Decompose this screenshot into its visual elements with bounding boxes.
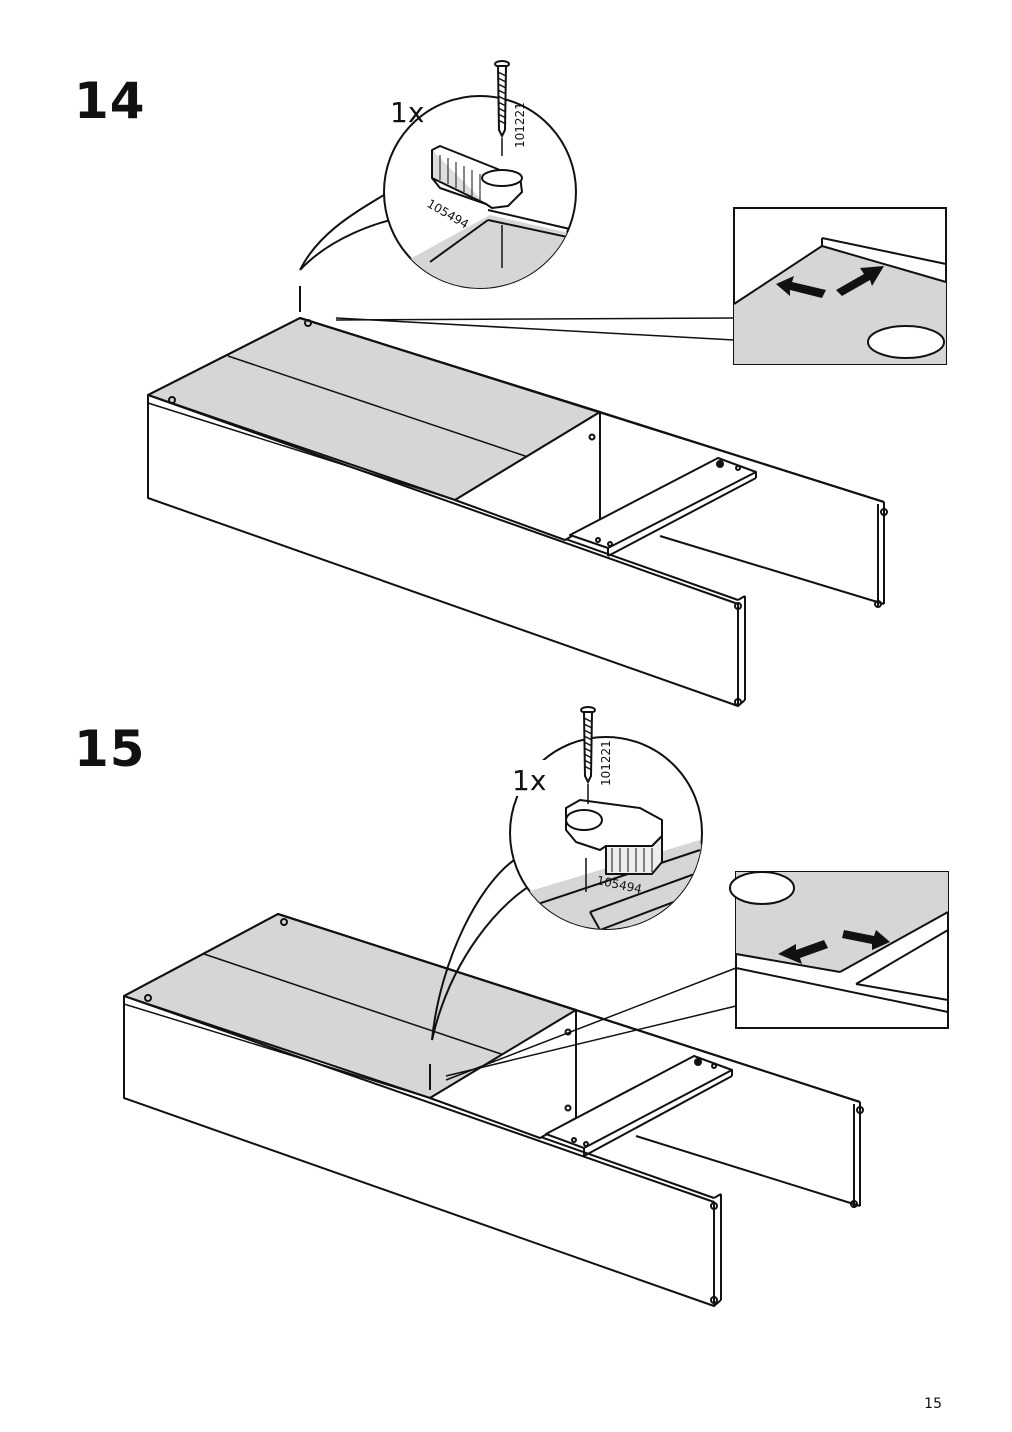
screw-icon [494,60,510,156]
step-number-15: 15 [74,720,146,778]
step15-zoom-box [445,871,949,1081]
step14-screw-part-number: 101221 [513,102,527,148]
step15-screw-part-number: 101221 [599,740,613,786]
step15-quantity: 1x [512,764,546,797]
screw-icon [580,706,596,804]
step14-cabinet [147,286,888,707]
push-arrow-icon [776,266,884,298]
bracket-icon [431,145,523,209]
step14-quantity: 1x [390,96,424,129]
step14-zoom-box [335,207,947,365]
step14-detail-callout [299,95,577,289]
bracket-icon [565,799,663,875]
page-number: 15 [924,1396,942,1412]
step-number-14: 14 [74,72,146,130]
push-arrow-icon [778,930,890,964]
step15-cabinet [123,913,864,1307]
